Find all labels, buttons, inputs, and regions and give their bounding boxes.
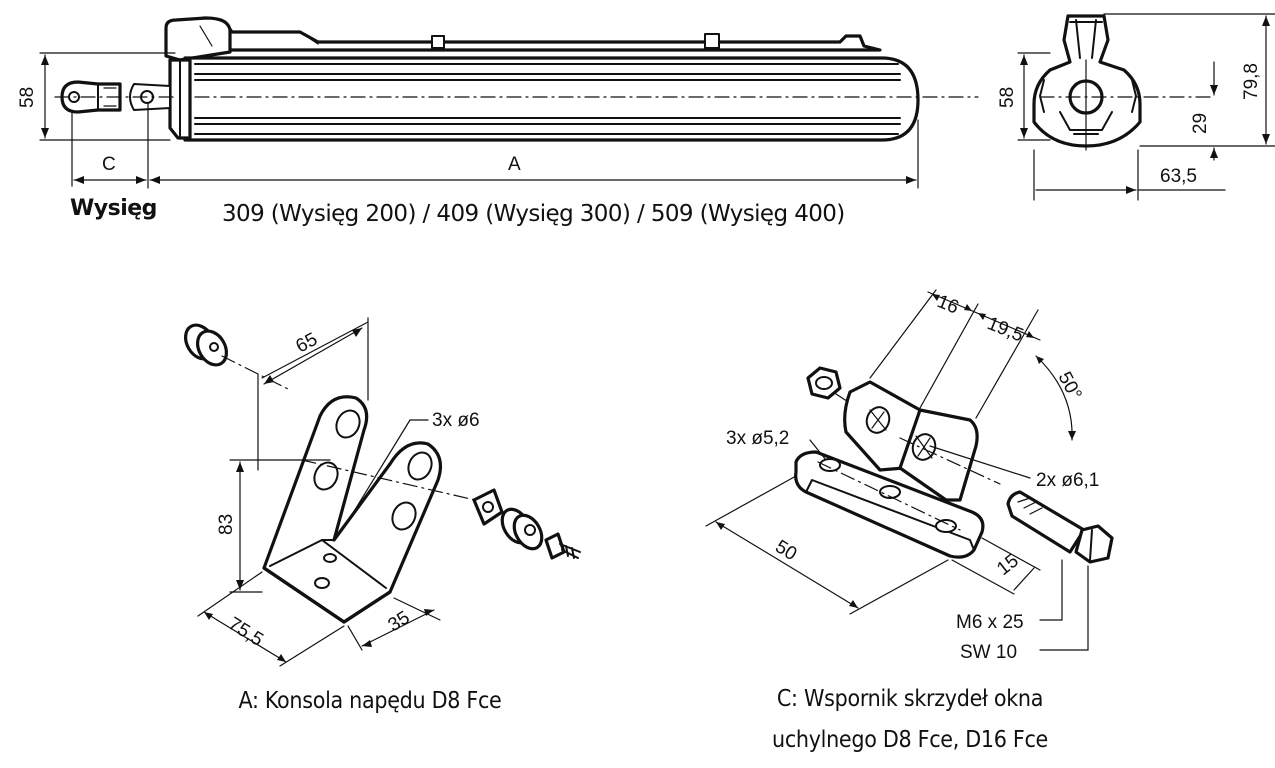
actuator-side-view: 58 79,8 29 63,5: [997, 13, 1275, 201]
dim-c-15: 15: [993, 550, 1023, 580]
dim-c-19-5: 19,5: [984, 313, 1026, 346]
dim-c-holes-small: 3x ø5,2: [726, 428, 789, 449]
dim-a-base-left: 75,5: [224, 613, 266, 650]
caption-bracket-a: A: Konsola napędu D8 Fce: [238, 688, 502, 714]
dim-c: C: [102, 154, 116, 175]
dim-c-length: 50: [771, 536, 800, 565]
dim-side-height: 58: [997, 87, 1018, 108]
dim-axis-height: 29: [1190, 113, 1211, 134]
dim-c-angle: 50°: [1054, 368, 1086, 403]
caption-bracket-c-line1: C: Wspornik skrzydeł okna: [776, 686, 1044, 712]
actuator-top-view: 58 C A: [17, 16, 979, 189]
dim-a-holes: 3x ø6: [432, 410, 480, 431]
dim-c-holes-large: 2x ø6,1: [1036, 470, 1099, 491]
dim-c-wrench: SW 10: [960, 642, 1017, 663]
label-wysieg: Wysięg: [70, 196, 157, 221]
bracket-c-drawing: 16 19,5 50° 3x ø5,2 2x ø6,1 50 15 M6 x 2…: [705, 289, 1114, 663]
dim-a-top: 65: [292, 329, 321, 357]
dim-c-bolt: M6 x 25: [956, 612, 1024, 633]
dim-side-width: 63,5: [1160, 166, 1197, 187]
dim-a-base-right: 35: [385, 607, 414, 636]
dim-total-height: 79,8: [1241, 63, 1262, 100]
dim-a: A: [508, 154, 521, 175]
bracket-a-drawing: 65 3x ø6 83 75,5 35: [183, 317, 581, 667]
dim-height-left: 58: [17, 87, 38, 108]
dim-a-height: 83: [216, 514, 237, 535]
spacer-nut: [183, 323, 229, 367]
length-options: 309 (Wysięg 200) / 409 (Wysięg 300) / 50…: [222, 201, 845, 227]
hex-nut: [806, 366, 842, 400]
caption-bracket-c-line2: uchylnego D8 Fce, D16 Fce: [772, 727, 1048, 753]
bolt: [1006, 490, 1114, 564]
mounting-hardware: [472, 488, 581, 560]
